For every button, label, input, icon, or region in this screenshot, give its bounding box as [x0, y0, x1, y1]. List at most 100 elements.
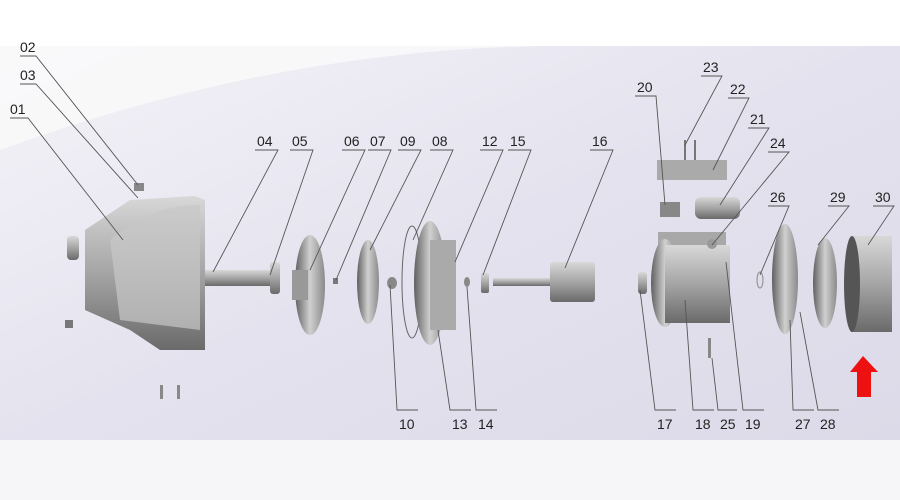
background-swoosh	[0, 45, 600, 150]
part-number-label: 15	[510, 133, 526, 149]
callout-20: 20	[635, 79, 666, 206]
leader-line	[867, 205, 895, 246]
callout-24: 24	[711, 135, 790, 246]
callout-19: 19	[725, 261, 764, 432]
callout-21: 21	[719, 111, 770, 206]
leader-line	[711, 151, 790, 246]
callout-14: 14	[466, 286, 497, 432]
rear-end-cover	[772, 224, 798, 334]
leader-line	[817, 205, 850, 246]
screw	[708, 338, 711, 358]
callout-30: 30	[867, 189, 895, 246]
part-number-label: 26	[770, 189, 786, 205]
callout-29: 29	[817, 189, 850, 246]
callout-08: 08	[412, 133, 454, 241]
leader-line	[212, 149, 279, 273]
part-number-label: 29	[830, 189, 846, 205]
leader-line	[789, 319, 814, 411]
callout-23: 23	[684, 59, 723, 146]
shaft-sleeve	[205, 262, 280, 294]
part-number-label: 19	[745, 416, 761, 432]
callout-13: 13	[437, 329, 471, 432]
part-number-label: 12	[482, 133, 498, 149]
part-number-label: 23	[703, 59, 719, 75]
terminal-box-cover	[657, 140, 727, 180]
part-number-label: 04	[257, 133, 273, 149]
capacitor	[695, 197, 740, 219]
callout-18: 18	[684, 299, 714, 432]
leader-line	[369, 149, 422, 251]
leader-line	[20, 83, 139, 199]
leader-line	[10, 117, 124, 241]
part-number-label: 24	[770, 135, 786, 151]
part-number-label: 16	[592, 133, 608, 149]
part-number-label: 18	[695, 416, 711, 432]
leader-line	[759, 205, 790, 276]
leader-line	[719, 127, 770, 206]
part-number-label: 13	[452, 416, 468, 432]
part-number-label: 09	[400, 133, 416, 149]
leader-line	[412, 149, 454, 241]
pump-bracket	[387, 221, 456, 345]
part-number-label: 17	[657, 416, 673, 432]
part-number-label: 08	[432, 133, 448, 149]
part-number-label: 01	[10, 101, 26, 117]
callout-15: 15	[482, 133, 532, 276]
leader-line	[684, 75, 723, 146]
part-number-label: 05	[292, 133, 308, 149]
rotor	[493, 262, 595, 302]
leader-line	[639, 289, 676, 411]
part-number-label: 10	[399, 416, 415, 432]
callout-16: 16	[564, 133, 614, 269]
fan-cover	[844, 236, 892, 332]
leader-line	[466, 286, 497, 411]
leader-line	[269, 149, 314, 276]
callout-06: 06	[309, 133, 366, 271]
callout-28: 28	[799, 311, 839, 432]
front-bearing	[638, 272, 647, 294]
part-number-label: 20	[637, 79, 653, 95]
callout-12: 12	[454, 133, 504, 263]
leader-line	[684, 299, 714, 411]
small-nut	[333, 278, 338, 284]
fan	[813, 238, 837, 328]
leader-line	[635, 95, 666, 206]
callout-01: 01	[10, 101, 124, 241]
leader-line	[437, 329, 471, 411]
part-number-label: 14	[478, 416, 494, 432]
callout-05: 05	[269, 133, 314, 276]
leader-line	[725, 261, 764, 411]
leader-line	[309, 149, 366, 271]
part-number-label: 22	[730, 81, 746, 97]
leader-line	[799, 311, 839, 411]
motor-stator	[651, 232, 730, 327]
callout-25: 25	[711, 357, 737, 432]
part-number-label: 25	[720, 416, 736, 432]
callout-26: 26	[759, 189, 790, 276]
callout-09: 09	[369, 133, 422, 251]
leader-line	[20, 55, 139, 186]
impeller	[357, 240, 379, 324]
leader-line	[335, 149, 392, 281]
bottom-band	[0, 440, 900, 500]
leader-line	[482, 149, 532, 276]
red-arrow-icon	[850, 356, 878, 397]
part-number-label: 21	[750, 111, 766, 127]
callout-17: 17	[639, 289, 676, 432]
callout-02: 02	[20, 39, 139, 186]
part-number-label: 27	[795, 416, 811, 432]
bearing	[481, 273, 489, 293]
part-number-label: 02	[20, 39, 36, 55]
pump-housing	[65, 183, 205, 399]
leader-line	[454, 149, 504, 263]
callout-10: 10	[389, 284, 418, 432]
diffuser	[292, 235, 325, 335]
callout-04: 04	[212, 133, 279, 273]
callout-27: 27	[789, 319, 814, 432]
callout-03: 03	[20, 67, 139, 199]
leader-line	[389, 284, 418, 411]
part-number-label: 28	[820, 416, 836, 432]
part-number-label: 07	[370, 133, 386, 149]
leader-line	[712, 97, 750, 171]
